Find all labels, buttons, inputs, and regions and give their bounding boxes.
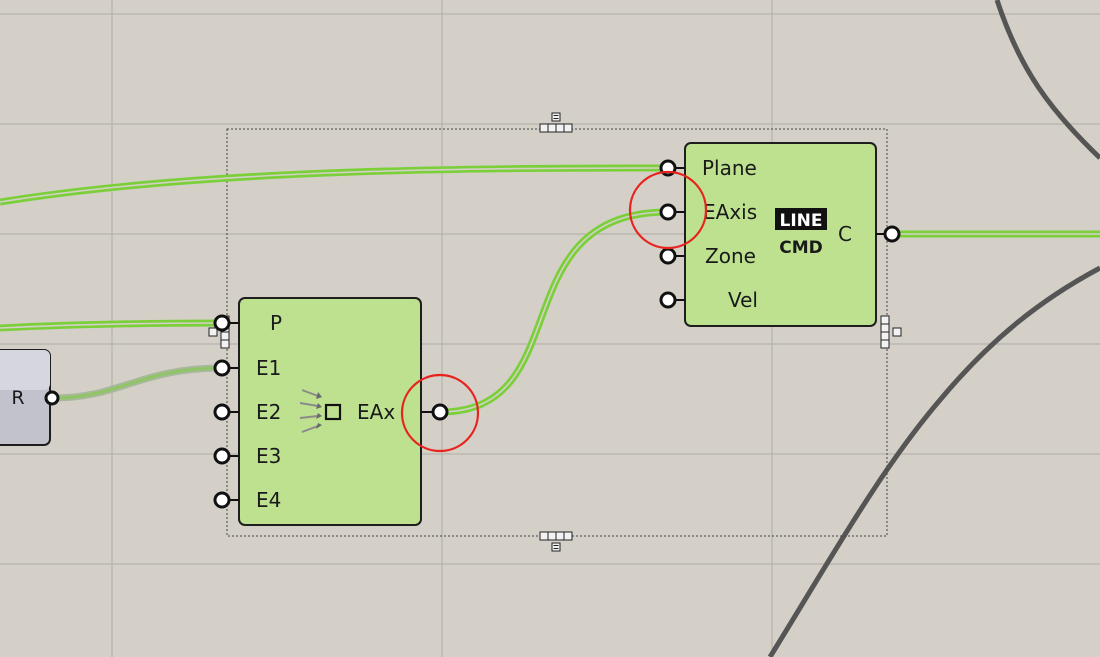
input-port-e4[interactable] <box>213 491 231 509</box>
selection-handle-top[interactable] <box>539 112 573 133</box>
input-label-vel: Vel <box>728 288 758 312</box>
input-port-zone[interactable] <box>659 247 677 265</box>
input-label-eaxis: EAxis <box>703 200 757 224</box>
wires <box>0 164 1100 416</box>
input-port-p[interactable] <box>213 314 231 332</box>
input-port-e3[interactable] <box>213 447 231 465</box>
input-label-p: P <box>270 311 282 335</box>
input-label-e2: E2 <box>256 400 281 424</box>
line-cmd-node[interactable]: Plane EAxis Zone Vel LINE CMD C <box>659 142 901 327</box>
input-label-plane: Plane <box>702 156 757 180</box>
background-curve-bottom <box>767 265 1100 657</box>
input-port-e1[interactable] <box>213 359 231 377</box>
badge-cmd-text: CMD <box>779 238 823 258</box>
badge-line-text: LINE <box>780 211 823 231</box>
input-port-vel[interactable] <box>659 291 677 309</box>
selection-handle-bottom[interactable] <box>539 531 573 552</box>
output-port-eax[interactable] <box>431 403 449 421</box>
background-curve-top <box>994 0 1100 160</box>
vector-node[interactable]: P E1 E2 E3 E4 EAx <box>213 297 449 526</box>
input-label-e3: E3 <box>256 444 281 468</box>
selection-handle-right[interactable] <box>880 315 902 349</box>
input-port-eaxis[interactable] <box>659 203 677 221</box>
input-label-e4: E4 <box>256 488 281 512</box>
highlight-circle-eax <box>400 373 480 453</box>
wire-eax-to-eaxis[interactable] <box>439 208 669 416</box>
r-node[interactable]: R <box>0 349 60 446</box>
line-cmd-badge: LINE CMD <box>775 208 827 258</box>
highlight-circle-eaxis <box>628 170 708 250</box>
input-port-e2[interactable] <box>213 403 231 421</box>
vector-sum-icon <box>299 389 342 433</box>
input-label-zone: Zone <box>705 244 756 268</box>
r-node-output-port[interactable] <box>44 390 60 406</box>
output-label-eax: EAx <box>357 400 395 424</box>
output-label-c: C <box>838 222 852 246</box>
input-label-e1: E1 <box>256 356 281 380</box>
r-node-label: R <box>11 387 24 409</box>
output-port-c[interactable] <box>883 225 901 243</box>
wire-r-to-e1[interactable] <box>53 364 223 402</box>
